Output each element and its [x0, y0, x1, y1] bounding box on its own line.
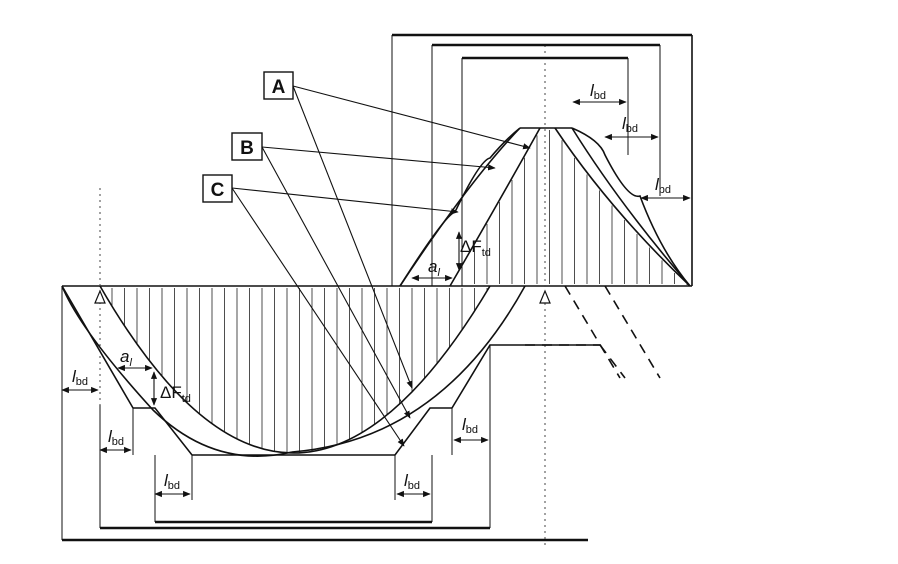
lbd-label-7: lbd: [622, 114, 638, 135]
lbd-label-3: lbd: [164, 471, 180, 492]
upper-curve-offset-right: [571, 127, 691, 287]
a-l-upper: al: [428, 257, 440, 279]
upper-curve-inner-right: [554, 127, 691, 287]
lower-curve-shifted: [61, 285, 293, 457]
lbd-label-1: lbd: [72, 367, 88, 388]
lower-curve-design: [99, 285, 491, 454]
top-bars: [391, 33, 692, 286]
right-support-icon: [539, 289, 551, 304]
lbd-labels: lbd lbd lbd lbd lbd lbd lbd lbd: [72, 81, 671, 492]
lower-moment-hatching: [111, 288, 488, 453]
symbol-labels: ΔFtd al ΔFtd al: [120, 237, 491, 405]
lower-dashed-extensions: [525, 285, 661, 379]
lower-curves: [61, 285, 600, 457]
label-box-c: C: [202, 174, 233, 203]
lower-stepped-line: [61, 285, 600, 456]
delta-f-td-upper: ΔFtd: [460, 237, 491, 259]
upper-moment-hatching: [461, 130, 688, 286]
label-a-text: A: [272, 77, 286, 98]
support-triangles: [94, 289, 551, 304]
delta-f-td-lower: ΔFtd: [160, 383, 191, 405]
lbd-label-4: lbd: [404, 471, 420, 492]
lbd-label-8: lbd: [655, 175, 671, 196]
a-l-lower: al: [120, 347, 132, 369]
leader-lines: [231, 85, 531, 447]
upper-curve-outer-right: [571, 127, 691, 287]
upper-curve-outer-left: [399, 127, 521, 287]
baseline: [62, 35, 693, 287]
label-c-text: C: [211, 180, 225, 201]
upper-curve-offset-left: [399, 127, 521, 287]
lbd-label-6: lbd: [590, 81, 606, 102]
lbd-dimensions: [61, 98, 691, 498]
bottom-bars: [61, 286, 588, 542]
lower-curve-shifted-right: [291, 285, 526, 453]
lbd-label-5: lbd: [462, 415, 478, 436]
label-b-text: B: [240, 138, 254, 159]
label-box-a: A: [263, 71, 294, 100]
label-box-b: B: [231, 132, 263, 161]
lbd-label-2: lbd: [108, 427, 124, 448]
left-support-icon: [94, 289, 106, 304]
